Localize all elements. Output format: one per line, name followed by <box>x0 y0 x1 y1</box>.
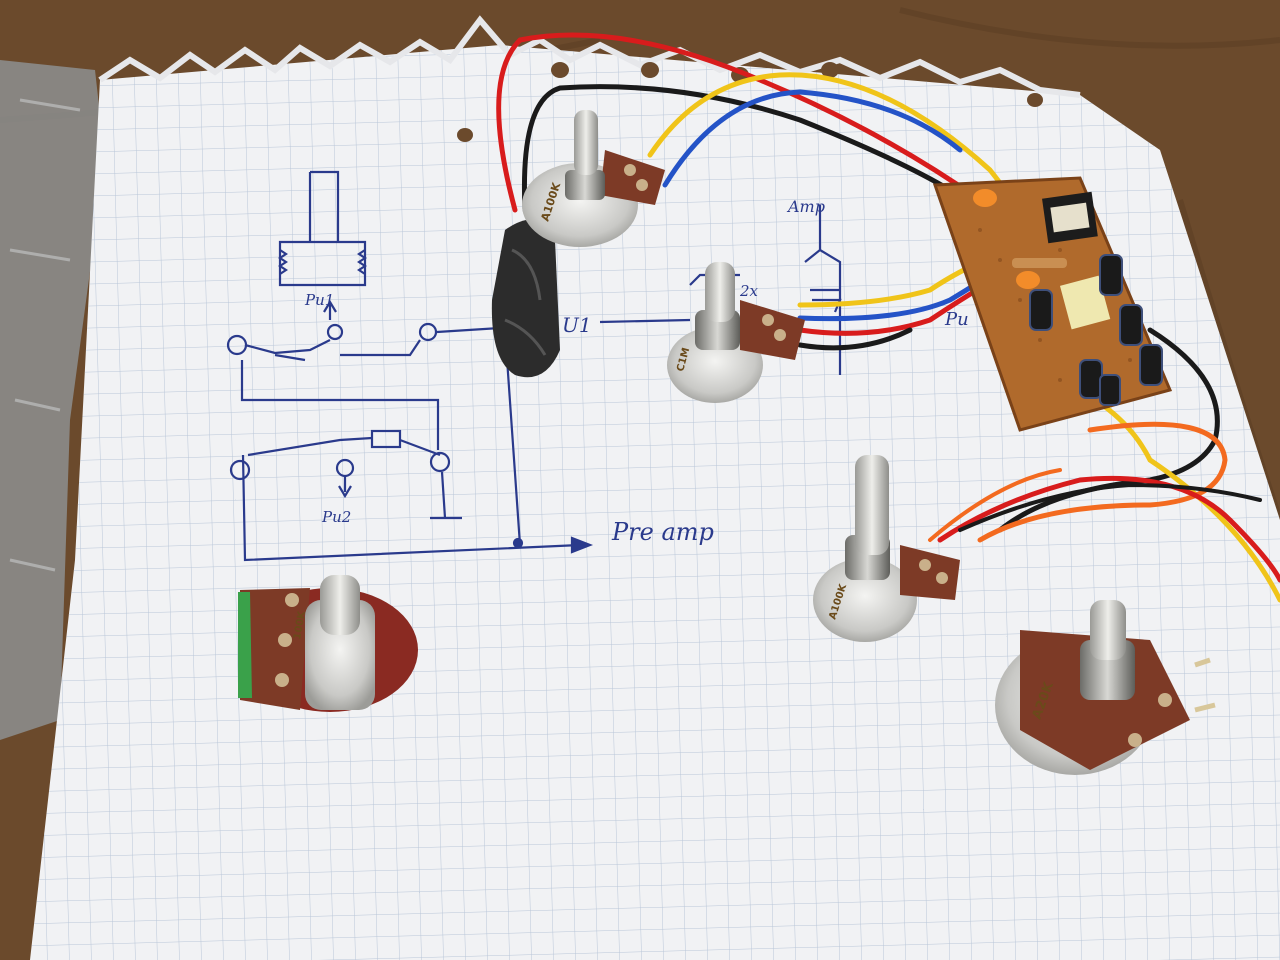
label-pu2: Pu2 <box>321 508 351 526</box>
potentiometer-middle: C1M <box>667 262 805 403</box>
potentiometer-lower: A100K <box>813 455 960 642</box>
potentiometer-bottom-right: A20K <box>995 600 1216 775</box>
battery-clip <box>491 219 560 378</box>
label-amp: Amp <box>786 197 825 216</box>
label-pre-amp: Pre amp <box>611 518 714 546</box>
potentiometer-bottom-left: 100K <box>238 575 418 712</box>
label-u1: U1 <box>562 313 592 337</box>
svg-text:100K: 100K <box>292 609 308 640</box>
torn-edge <box>98 15 1081 98</box>
electrolytic-capacitors <box>1029 254 1163 406</box>
plastic-bag <box>0 60 105 740</box>
pcb-board <box>932 176 1173 432</box>
label-2x: 2x <box>739 282 759 300</box>
label-pu1: Pu1 <box>304 291 334 309</box>
film-capacitor <box>1059 275 1111 330</box>
potentiometer-top: A100K <box>522 110 665 247</box>
schematic-sketch <box>226 170 842 562</box>
label-pu-right: Pu <box>944 309 969 330</box>
ceramic-capacitor <box>973 189 997 207</box>
